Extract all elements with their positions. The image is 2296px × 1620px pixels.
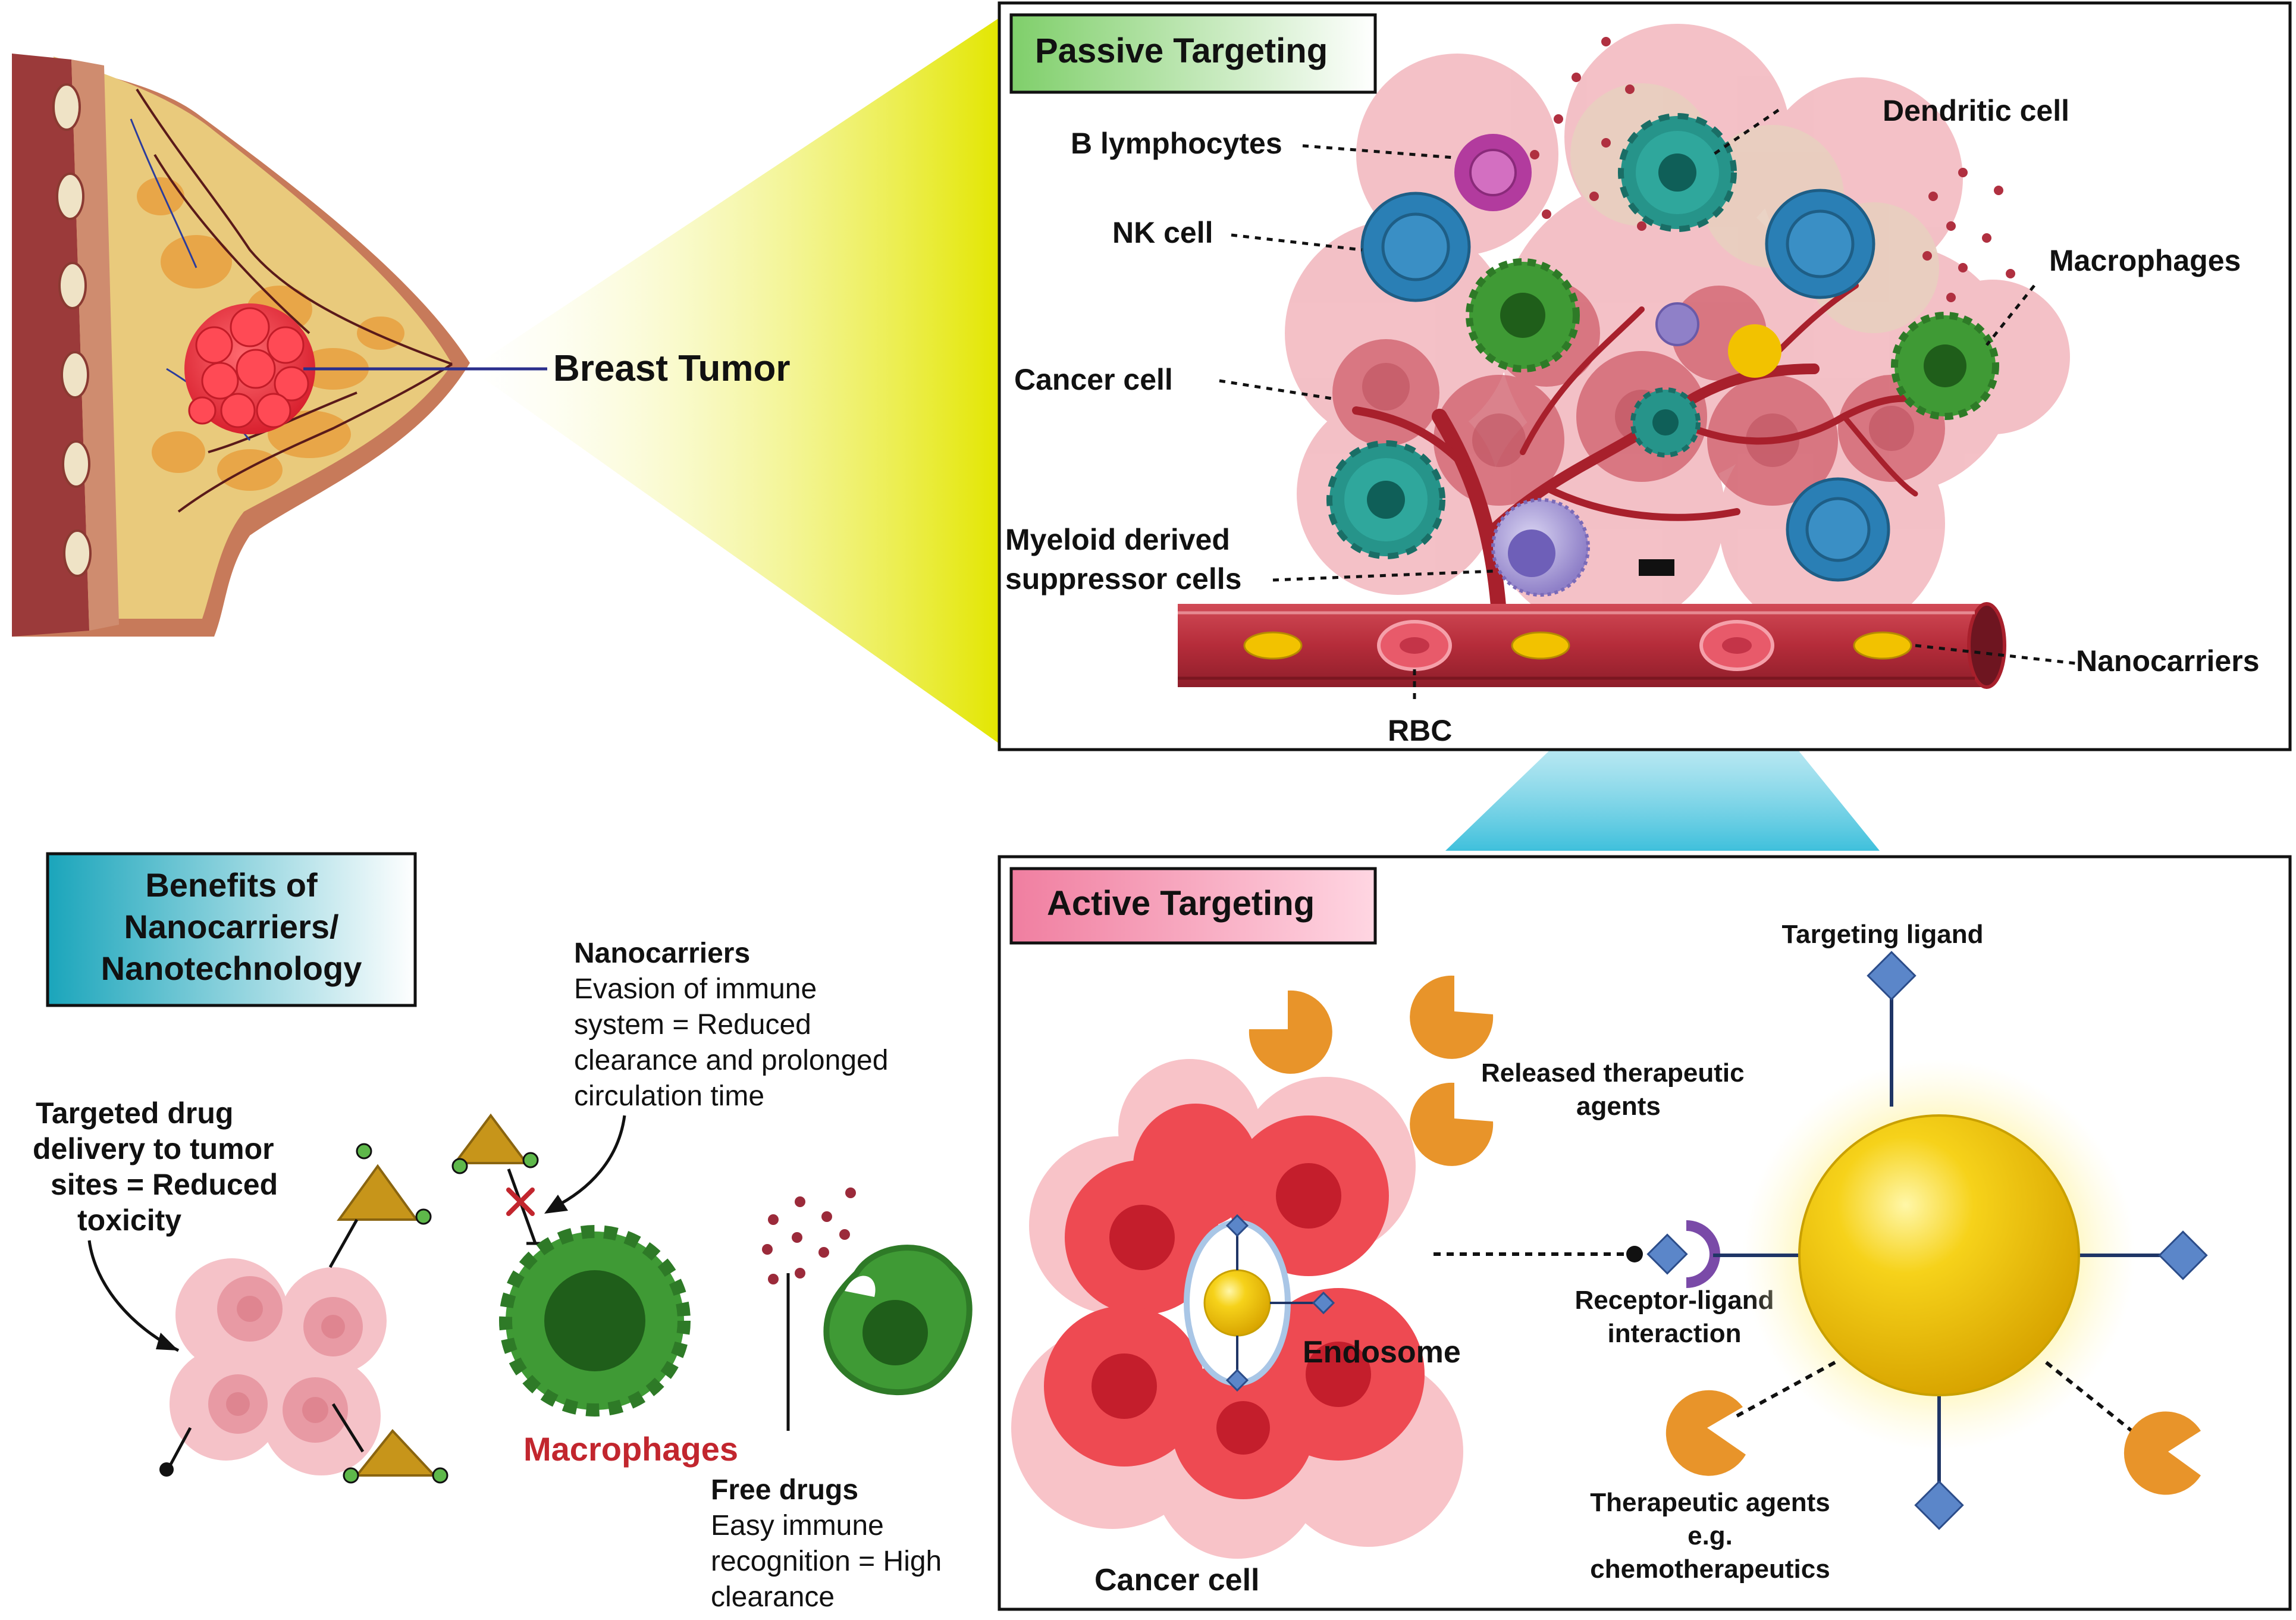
benefits-ligand-stub — [159, 1427, 192, 1477]
free-line2: recognition = High — [711, 1546, 942, 1577]
dendritic-cell-1 — [1618, 113, 1737, 232]
nano-arrowhead — [544, 1195, 568, 1214]
active-title: Active Targeting — [1047, 884, 1315, 923]
targeted-arrowhead — [156, 1333, 178, 1350]
targeted-arrow — [87, 1240, 180, 1352]
nano-line1: Evasion of immune — [574, 973, 817, 1005]
vessel-opening-marker — [1639, 559, 1674, 576]
targeted-line3: sites = Reduced — [51, 1168, 278, 1201]
benefits-title-line3: Nanotechnology — [101, 950, 362, 987]
label-mdsc-line1: Myeloid derived — [1005, 523, 1230, 556]
dendritic-cell-2 — [1326, 440, 1445, 559]
b-lymphocyte-cell — [1454, 134, 1532, 211]
thera-line1: Therapeutic agents — [1590, 1488, 1830, 1517]
label-mdsc-line2: suppressor cells — [1005, 562, 1241, 596]
passive-leader-lines — [1219, 108, 2077, 705]
passive-header: Passive Targeting — [1009, 13, 1377, 94]
thera-line3: chemotherapeutics — [1590, 1555, 1830, 1584]
released-agents — [1249, 975, 1494, 1166]
free-title: Free drugs — [711, 1474, 858, 1506]
nk-cell-3 — [1786, 477, 1890, 582]
benefits-title-line1: Benefits of — [145, 866, 318, 904]
passive-title: Passive Targeting — [1035, 32, 1328, 70]
mdsc-cell — [1491, 498, 1590, 597]
label-targeting-ligand: Targeting ligand — [1782, 920, 1984, 949]
therapeutic-agents — [1665, 1390, 2201, 1495]
free-line1: Easy immune — [711, 1510, 884, 1541]
benefits-nanocarrier-1 — [328, 1143, 432, 1268]
free-drug-macrophage — [823, 1245, 973, 1395]
benefits-macrophages-label: Macrophages — [523, 1430, 738, 1468]
nano-title: Nanocarriers — [574, 938, 750, 969]
free-line3: clearance — [711, 1581, 835, 1613]
nanocarrier-particles — [1243, 631, 1912, 660]
zoom-beam-yellow — [470, 18, 999, 744]
tumor-microenvironment — [1285, 24, 2070, 637]
benefits-macrophage — [499, 1225, 691, 1417]
thera-line2: e.g. — [1688, 1521, 1733, 1550]
benefits-tumor-cluster — [170, 1258, 387, 1475]
nano-line3: clearance and prolonged — [574, 1045, 888, 1076]
receptor-line1: Receptor-ligand — [1575, 1286, 1774, 1315]
active-header: Active Targeting — [1009, 867, 1377, 945]
label-nanocarriers: Nanocarriers — [2076, 644, 2260, 678]
label-macrophages: Macrophages — [2049, 244, 2241, 277]
receptor-ligand-diamond — [1646, 1233, 1688, 1275]
label-endosome: Endosome — [1303, 1335, 1461, 1370]
breast-illustration — [12, 54, 547, 637]
targeted-nanocarrier — [1713, 951, 2208, 1530]
label-nk-cell: NK cell — [1112, 216, 1213, 249]
label-cancer-cell: Cancer cell — [1014, 363, 1173, 396]
rib-ovals — [52, 83, 92, 577]
released-line2: agents — [1576, 1092, 1661, 1121]
label-rbc: RBC — [1388, 714, 1452, 747]
nano-line4: circulation time — [574, 1080, 764, 1112]
nk-cell-2 — [1765, 189, 1875, 299]
label-dendritic-cell: Dendritic cell — [1883, 94, 2069, 127]
targeted-line4: toxicity — [77, 1204, 181, 1237]
endosome — [1184, 1214, 1335, 1392]
blocked-x-mark — [506, 1187, 535, 1216]
dendritic-cell-3 — [1630, 387, 1701, 458]
rbc-particles — [1377, 620, 1774, 671]
cytokine-dots — [1530, 37, 2015, 302]
nk-cell-1 — [1360, 192, 1471, 302]
released-line1: Released therapeutic — [1481, 1058, 1745, 1088]
small-purple-cell — [1655, 302, 1699, 346]
active-cancer-cluster — [1011, 1059, 1463, 1559]
benefits-nanocarrier-2 — [331, 1403, 448, 1484]
label-active-cancer-cell: Cancer cell — [1094, 1563, 1260, 1597]
blood-vessel — [1178, 602, 2006, 689]
nano-arrow — [552, 1115, 626, 1209]
targeted-line2: delivery to tumor — [33, 1132, 274, 1165]
benefits-header: Benefits of Nanocarriers/ Nanotechnology — [46, 852, 417, 1007]
receptor-end-dot — [1626, 1246, 1643, 1262]
macrophage-cell-1 — [1466, 258, 1580, 372]
macrophage-cell-2 — [1891, 312, 1999, 420]
breast-tumor-label: Breast Tumor — [553, 348, 791, 389]
evading-nanocarrier — [451, 1113, 544, 1245]
small-yellow-cell — [1728, 324, 1781, 378]
free-drug-dots — [762, 1187, 856, 1284]
breast-tumor-mass — [184, 303, 315, 434]
receptor-line2: interaction — [1608, 1319, 1742, 1348]
benefits-title-line2: Nanocarriers/ — [124, 908, 339, 945]
label-b-lymphocytes: B lymphocytes — [1071, 127, 1282, 160]
nano-line2: system = Reduced — [574, 1009, 811, 1041]
targeted-line1: Targeted drug — [36, 1096, 233, 1130]
